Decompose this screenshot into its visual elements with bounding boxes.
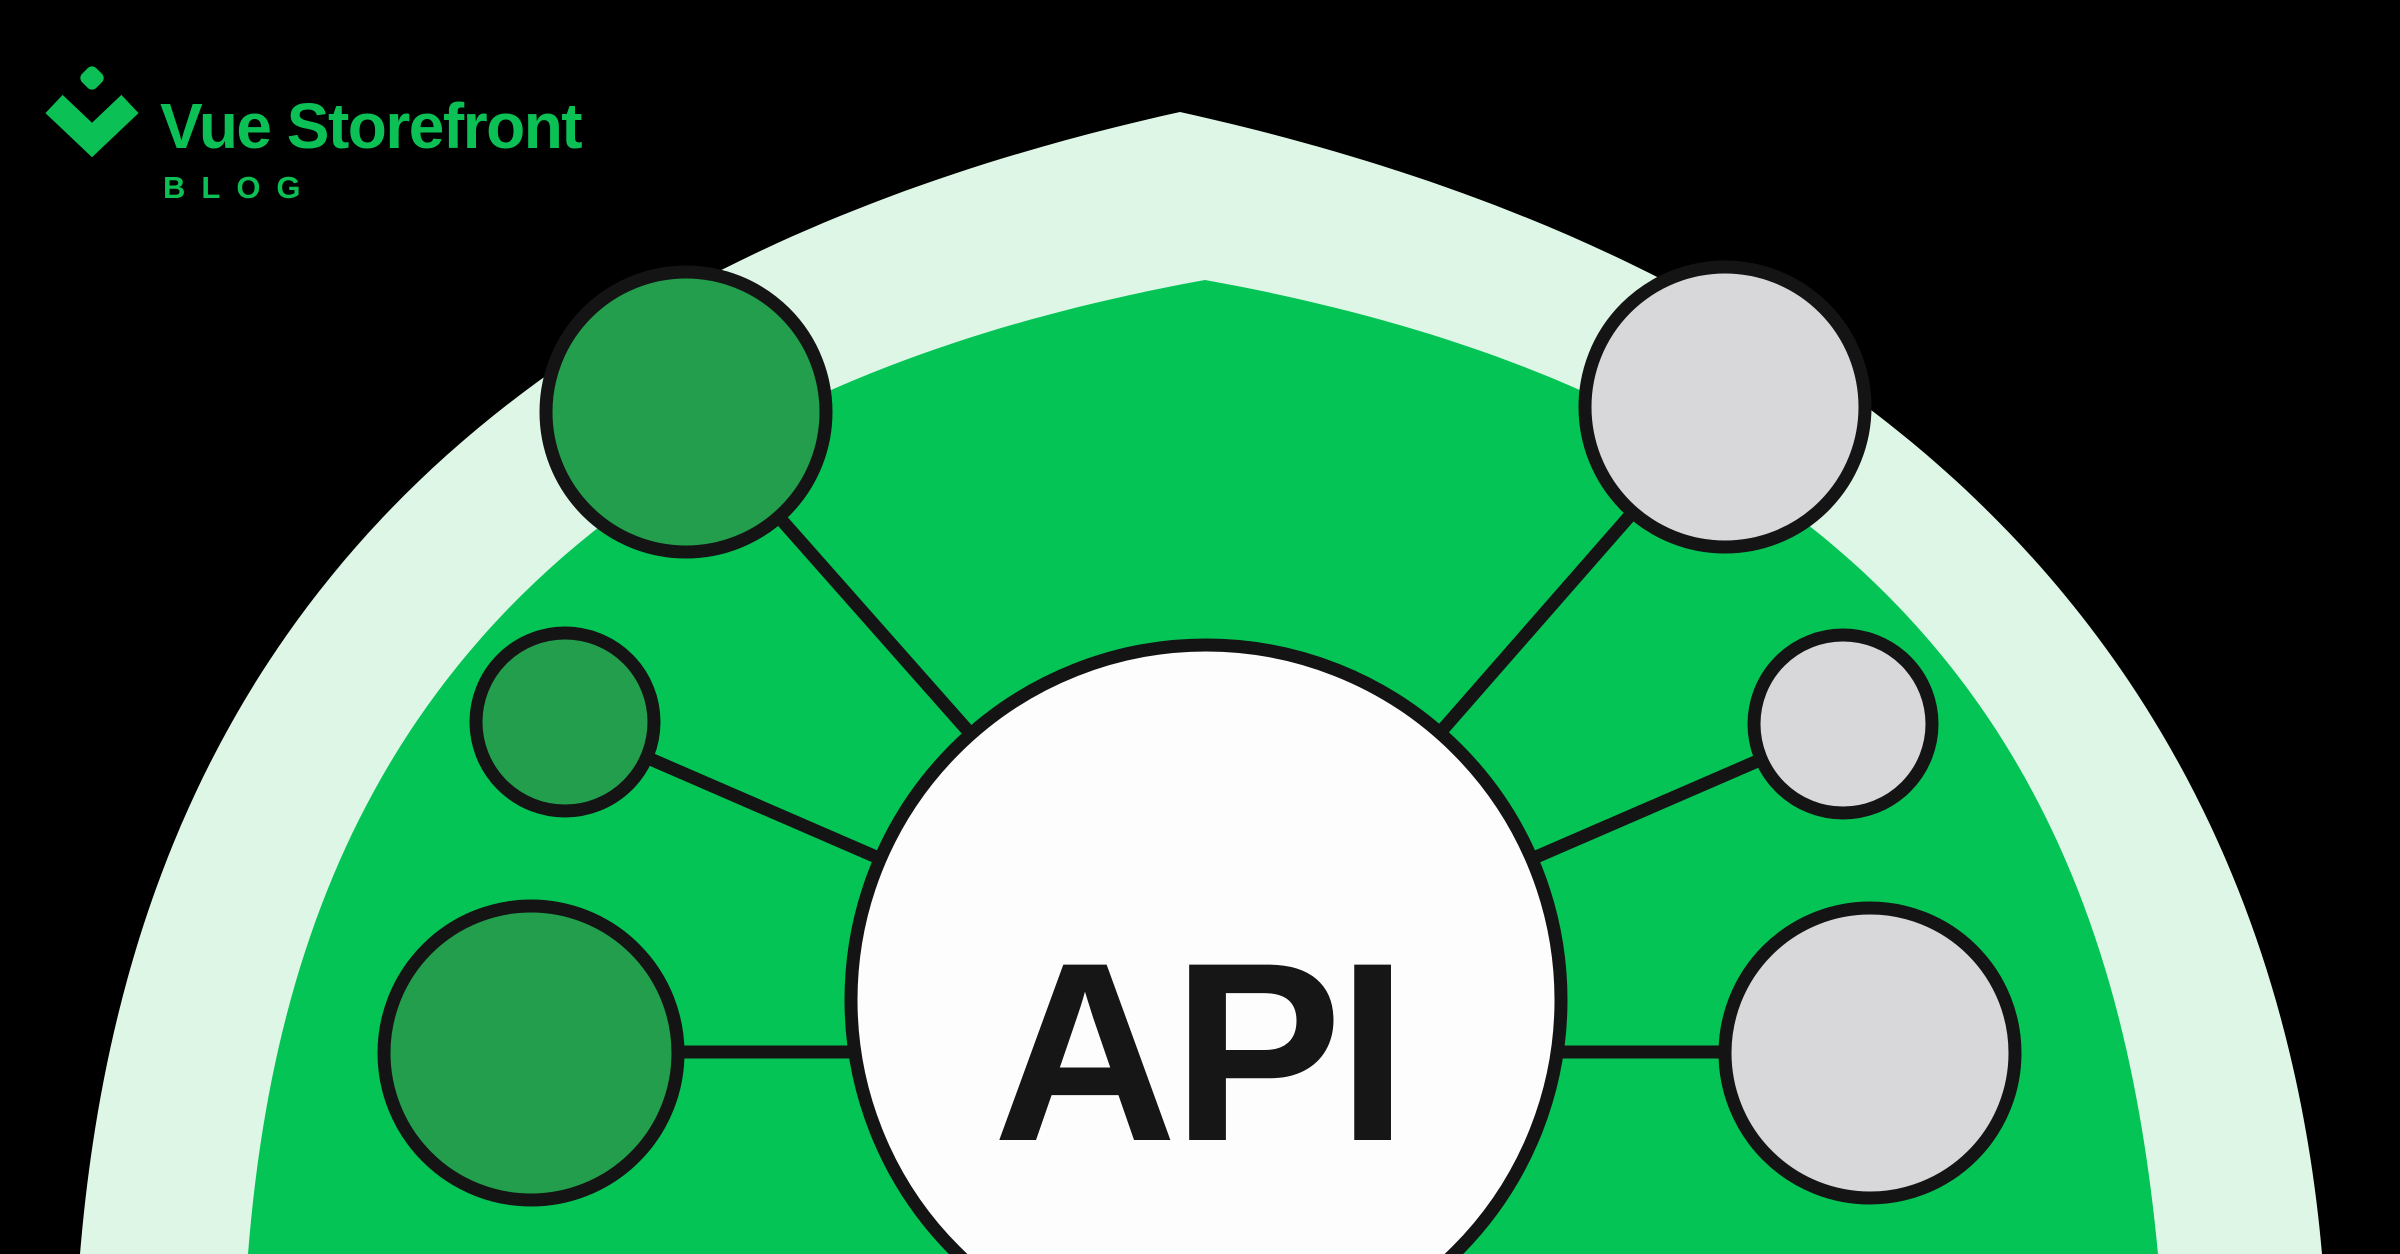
vue-storefront-logo: Vue Storefront BLOG: [42, 54, 583, 205]
logo-subtitle: BLOG: [163, 170, 317, 205]
node-left-bottom: [377, 899, 685, 1207]
node-right-top: [1578, 260, 1872, 554]
api-hub-circle: [844, 638, 1568, 1254]
node-right-middle: [1747, 628, 1939, 820]
node-left-middle: [469, 626, 661, 818]
logo-chevron: [45, 94, 139, 158]
api-label: API: [993, 910, 1403, 1195]
logo-title: Vue Storefront: [160, 90, 583, 162]
logo-dot: [80, 66, 104, 90]
nodes: [377, 260, 2022, 1207]
vue-storefront-icon: [45, 66, 139, 158]
node-left-top: [539, 265, 833, 559]
node-right-bottom: [1718, 901, 2022, 1205]
logo-text: Vue Storefront BLOG: [160, 90, 583, 205]
